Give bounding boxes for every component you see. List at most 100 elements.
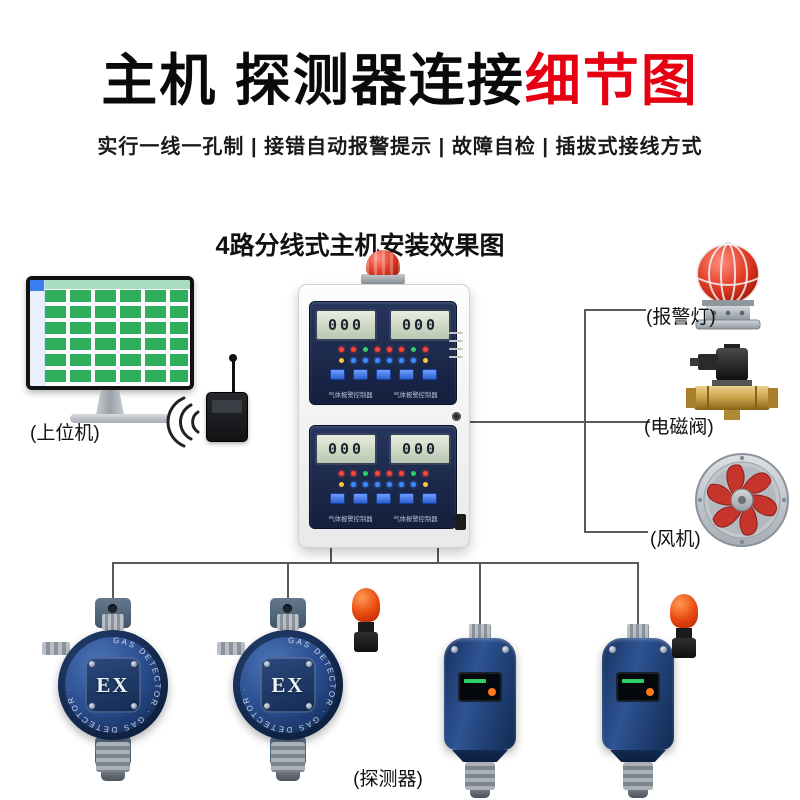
- led-indicator: [422, 471, 428, 476]
- led-row: [338, 482, 428, 487]
- cable-gland-top: [469, 624, 491, 640]
- panel-beacon-base: [361, 274, 405, 284]
- detector-2-sounder: [348, 588, 384, 656]
- faceplate-bolt: [264, 703, 270, 709]
- wireless-transmitter: [206, 392, 248, 442]
- page-title: 主机 探测器连接细节图: [0, 36, 800, 117]
- monitor-stand-base: [70, 414, 170, 423]
- panel-button: [398, 493, 414, 504]
- detector-4-sounder: [666, 594, 702, 662]
- led-indicator: [350, 482, 356, 487]
- monitor-status-grid: [45, 290, 188, 384]
- housing-bolt: [609, 646, 616, 653]
- mount-hole: [108, 604, 117, 613]
- cable-gland-top: [102, 614, 124, 630]
- label-host-computer: (上位机): [30, 423, 100, 444]
- sensor-head: [271, 742, 305, 772]
- monitor: [26, 276, 194, 390]
- transmitter-antenna-tip: [229, 354, 237, 362]
- module-caption: 气体报警控制器: [393, 392, 438, 399]
- cable-gland-side: [42, 642, 70, 655]
- led-indicator: [398, 482, 404, 487]
- lcd-display: 000: [315, 309, 377, 341]
- label-solenoid-valve: (电磁阀): [644, 417, 714, 438]
- led-indicator: [350, 471, 356, 476]
- led-indicator: [410, 482, 416, 487]
- panel-latch: [455, 514, 466, 530]
- led-row: [338, 347, 428, 352]
- detector-display: [616, 672, 660, 702]
- detector-housing: [602, 638, 674, 750]
- wire-to-alarm-light: [584, 309, 646, 311]
- caption-row: 气体报警控制器 气体报警控制器: [326, 390, 440, 400]
- lcd-row: 000 000: [315, 433, 451, 465]
- led-indicator: [374, 347, 380, 352]
- led-indicator: [338, 347, 344, 352]
- wire-panel-drop-1: [330, 546, 332, 564]
- panel-keyhole: [452, 412, 461, 421]
- sounder-base: [672, 638, 696, 658]
- ex-marking: EX: [96, 672, 130, 697]
- led-indicator: [386, 471, 392, 476]
- led-indicator: [410, 358, 416, 363]
- caption-row: 气体报警控制器 气体报警控制器: [326, 514, 440, 524]
- module-caption: 气体报警控制器: [328, 392, 373, 399]
- panel-module-2: 000 000 气体报警控制器 气体报警控制器: [309, 425, 457, 529]
- led-indicator: [398, 471, 404, 476]
- monitor-header-row: [45, 280, 190, 289]
- sensor-cap: [276, 772, 300, 781]
- led-indicator: [374, 471, 380, 476]
- detector-2: GAS DETECTOR · GAS DETECTOR · EX: [213, 598, 363, 783]
- wire-right-bus: [584, 309, 586, 533]
- sensor-head: [623, 762, 653, 790]
- faceplate-bolt: [89, 703, 95, 709]
- led-indicator: [350, 347, 356, 352]
- led-indicator: [362, 471, 368, 476]
- button-row: [329, 493, 437, 504]
- mount-hole: [283, 604, 292, 613]
- lcd-display: 000: [389, 433, 451, 465]
- panel-vent: [449, 356, 463, 358]
- button-row: [329, 369, 437, 380]
- faceplate-bolt: [264, 661, 270, 667]
- led-row: [338, 358, 428, 363]
- panel-vent: [449, 340, 463, 342]
- sounder-neck: [676, 628, 692, 638]
- sounder-base: [354, 632, 378, 652]
- wire-detector-3: [479, 562, 481, 625]
- detector-display: [458, 672, 502, 702]
- section-title: 4路分线式主机安装效果图: [215, 232, 505, 260]
- housing-taper: [610, 750, 666, 762]
- sensor-head: [465, 762, 495, 790]
- sounder-horn: [352, 588, 380, 622]
- axial-fan: [695, 453, 789, 547]
- detector-housing: [444, 638, 516, 750]
- sensor-cap: [470, 790, 490, 798]
- faceplate-bolt: [89, 661, 95, 667]
- lcd-display: 000: [389, 309, 451, 341]
- wire-detector-1: [112, 562, 114, 600]
- transmitter-face: [212, 400, 242, 413]
- faceplate-bolt: [131, 703, 137, 709]
- wire-detector-2: [287, 562, 289, 600]
- housing-bolt: [660, 646, 667, 653]
- panel-module-1: 000 000 气体报警控制器 气体报警控制器: [309, 301, 457, 405]
- led-indicator: [350, 358, 356, 363]
- module-caption: 气体报警控制器: [393, 516, 438, 523]
- led-indicator: [374, 358, 380, 363]
- panel-button: [421, 369, 437, 380]
- page-subtitle: 实行一线一孔制 | 接错自动报警提示 | 故障自检 | 插拔式接线方式: [97, 136, 703, 158]
- led-indicator: [422, 482, 428, 487]
- wire-panel-to-valve: [468, 421, 650, 423]
- led-indicator: [386, 358, 392, 363]
- faceplate-bolt: [306, 661, 312, 667]
- panel-button: [352, 369, 368, 380]
- signal-waves-icon: [166, 396, 200, 448]
- monitor-logo: [30, 280, 44, 291]
- panel-button: [352, 493, 368, 504]
- sensor-cap: [628, 790, 648, 798]
- cable-gland-side: [217, 642, 245, 655]
- alarm-strobe-light: [695, 242, 761, 330]
- wire-to-fan: [584, 531, 648, 533]
